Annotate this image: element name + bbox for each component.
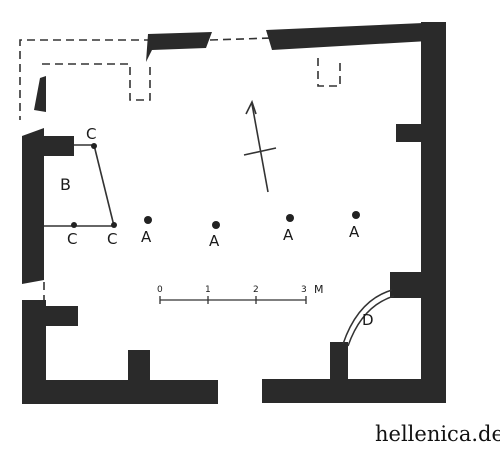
left-wall-upper — [22, 128, 44, 284]
column-a-3 — [286, 214, 294, 222]
scale-bar — [159, 296, 307, 304]
right-pier-upper — [396, 124, 423, 142]
post-markers — [71, 143, 117, 228]
label-c-right: C — [107, 230, 117, 248]
scale-tick-2: 2 — [253, 285, 259, 295]
room-b-outline — [44, 144, 115, 227]
column-a-2 — [212, 221, 220, 229]
left-pier-lower — [44, 306, 78, 326]
label-c-left: C — [67, 230, 77, 248]
right-wall — [421, 22, 446, 402]
column-a-4 — [352, 211, 360, 219]
left-pier-upper — [40, 136, 74, 156]
door-swing — [342, 289, 395, 347]
label-a-1: A — [141, 228, 152, 246]
label-c-top: C — [86, 125, 96, 143]
column-a-1 — [144, 216, 152, 224]
left-wall-fragment — [34, 76, 46, 112]
column-markers — [144, 211, 360, 229]
top-wall-right — [266, 22, 446, 50]
label-door-d: D — [362, 311, 374, 329]
post-c-right — [111, 222, 117, 228]
left-wall-lower — [22, 300, 46, 390]
right-pier-lower — [390, 272, 423, 298]
post-c-top — [91, 143, 97, 149]
north-arrow-icon — [243, 99, 277, 193]
door-jamb — [330, 342, 348, 382]
label-a-3: A — [283, 226, 294, 244]
scale-tick-0: 0 — [157, 285, 163, 295]
bottom-wall-right — [262, 379, 446, 403]
bottom-pier — [128, 350, 150, 384]
scale-unit: M — [314, 283, 324, 296]
label-room-b: B — [60, 175, 71, 194]
post-c-left — [71, 222, 77, 228]
walls — [22, 22, 446, 404]
dashed-wall-outline — [19, 37, 341, 305]
scale-tick-1: 1 — [205, 285, 211, 295]
bottom-wall-left — [22, 380, 218, 404]
watermark: hellenica.de — [375, 422, 500, 446]
label-a-2: A — [209, 232, 220, 250]
top-wall-left — [146, 32, 212, 62]
label-a-4: A — [349, 223, 360, 241]
scale-tick-3: 3 — [301, 285, 307, 295]
